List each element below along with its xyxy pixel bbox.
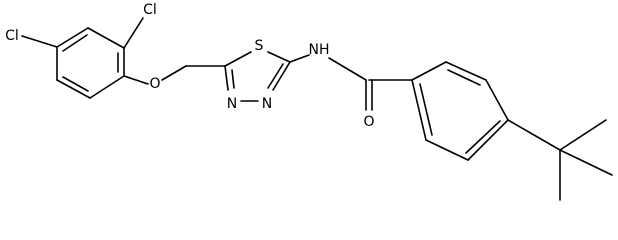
bond [328, 57, 367, 81]
bond [87, 27, 125, 49]
bond [425, 139, 469, 161]
bond [123, 75, 149, 85]
bond [224, 65, 229, 91]
bond [62, 76, 89, 92]
bond [267, 51, 291, 63]
bond [89, 75, 125, 99]
atom-labels: Cl Cl O S N N NH O [5, 2, 374, 130]
bond [272, 61, 291, 91]
atom-n-ring-left: N [227, 96, 237, 112]
bond [289, 54, 310, 63]
bond [231, 69, 235, 89]
atom-o-carbonyl: O [363, 114, 374, 130]
bond [224, 51, 252, 67]
atom-cl-left: Cl [5, 28, 19, 44]
bond [419, 83, 433, 136]
bond [56, 27, 89, 48]
bond [21, 35, 58, 48]
bond [62, 34, 88, 52]
bond [411, 61, 447, 81]
bond [465, 120, 501, 154]
bond [56, 79, 91, 99]
atom-s-ring: S [255, 38, 264, 54]
bond [559, 149, 613, 176]
bond [123, 17, 144, 49]
bond [267, 63, 284, 89]
bond [161, 65, 187, 81]
bond [411, 79, 427, 141]
atom-cl-top: Cl [143, 2, 157, 18]
bond [485, 79, 509, 121]
atom-nh-amide: NH [309, 42, 330, 58]
atom-n-ring-right: N [262, 96, 272, 112]
bonds [21, 17, 613, 201]
atom-o-ether: O [149, 76, 160, 92]
chemical-structure: Cl Cl O S N N NH O [5, 2, 613, 201]
bond [445, 61, 487, 81]
bond [507, 119, 561, 151]
bond [559, 119, 607, 151]
bond [467, 119, 509, 161]
bond [447, 69, 481, 86]
